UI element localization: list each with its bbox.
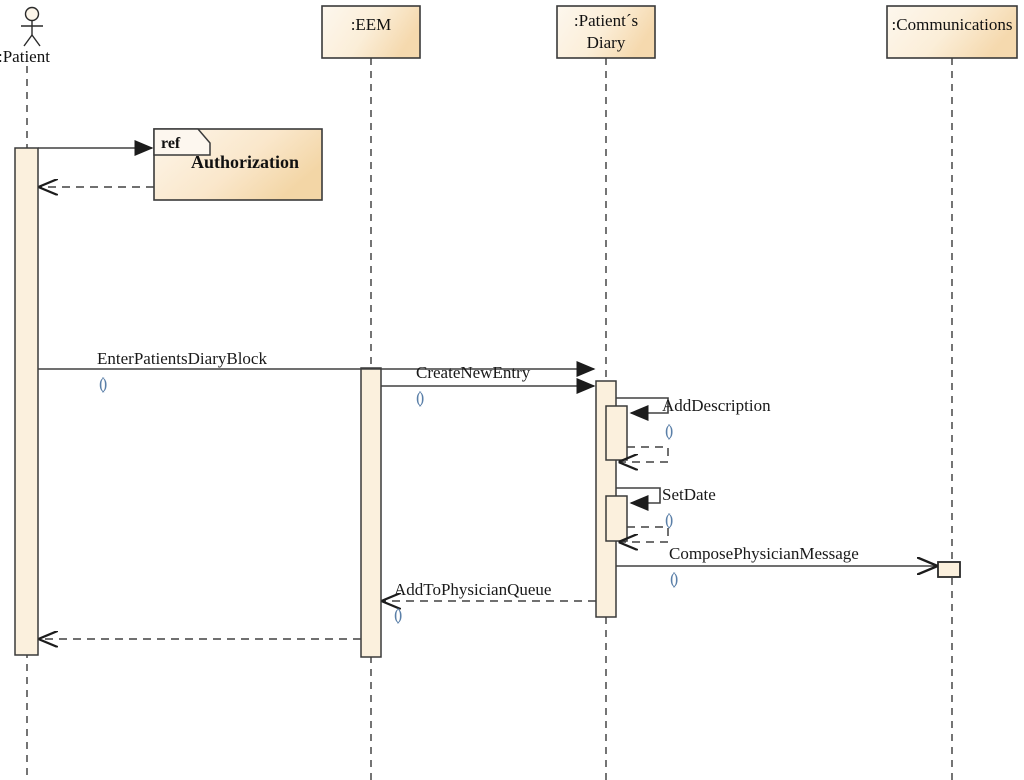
message-label: AddToPhysicianQueue	[394, 580, 551, 599]
message-args-paren: ()	[665, 510, 673, 529]
message-set-date[interactable]: SetDate ()	[616, 485, 716, 529]
message-line	[616, 487, 661, 511]
lifeline-label-communications: :Communications	[892, 15, 1013, 34]
message-args-paren: ()	[670, 569, 678, 588]
activation-bar-diary-setdate	[605, 495, 628, 542]
message-label: EnterPatientsDiaryBlock	[97, 349, 267, 368]
lifeline-box-communications	[886, 5, 1018, 59]
message-args-paren: ()	[665, 421, 673, 440]
lifeline-box-eem	[321, 5, 421, 59]
interaction-use-authorization[interactable]: ref Authorization	[153, 128, 323, 201]
message-args-paren: ()	[99, 374, 107, 393]
message-label: ComposePhysicianMessage	[669, 544, 859, 563]
ref-fragment-tag-label: ref	[161, 135, 181, 152]
ref-fragment-tag-pentagon	[153, 128, 211, 156]
message-line	[620, 526, 669, 542]
message-label: CreateNewEntry	[416, 363, 531, 382]
activation-bar-eem	[360, 367, 382, 658]
activation-bars	[14, 147, 961, 658]
actor-leg-right-icon	[31, 34, 41, 47]
message-args-paren: ()	[394, 605, 402, 624]
activation-bar-diary-adddescription	[605, 405, 628, 461]
actor-head-icon	[24, 6, 40, 22]
message-label: AddDescription	[662, 396, 771, 415]
lifeline-label-diary-line2: Diary	[587, 33, 626, 52]
message-add-description-return[interactable]	[620, 446, 669, 462]
message-line	[620, 446, 669, 462]
lifeline-header-patient[interactable]: :Patient	[0, 6, 50, 67]
message-args-paren: ()	[416, 388, 424, 407]
activation-bar-patient	[14, 147, 39, 656]
message-label: SetDate	[662, 485, 716, 504]
lifeline-label-diary-line1: :Patient´s	[574, 11, 638, 30]
lifeline-label-patient: :Patient	[0, 47, 50, 66]
message-add-to-physician-queue[interactable]: AddToPhysicianQueue ()	[383, 580, 596, 624]
message-line	[616, 397, 669, 421]
activation-bar-communications	[937, 561, 961, 578]
lifeline-header-communications[interactable]: :Communications	[886, 5, 1018, 59]
actor-leg-left-icon	[23, 34, 33, 47]
message-compose-physician-message[interactable]: ComposePhysicianMessage ()	[616, 544, 936, 588]
message-set-date-return[interactable]	[620, 526, 669, 542]
lifeline-header-eem[interactable]: :EEM	[321, 5, 421, 59]
lifeline-box-diary	[556, 5, 656, 59]
message-add-description[interactable]: AddDescription ()	[616, 396, 771, 440]
ref-fragment-box	[153, 128, 323, 201]
lifeline-label-eem: :EEM	[351, 15, 392, 34]
lifeline-header-diary[interactable]: :Patient´s Diary	[556, 5, 656, 59]
ref-fragment-name-label: Authorization	[191, 152, 299, 172]
